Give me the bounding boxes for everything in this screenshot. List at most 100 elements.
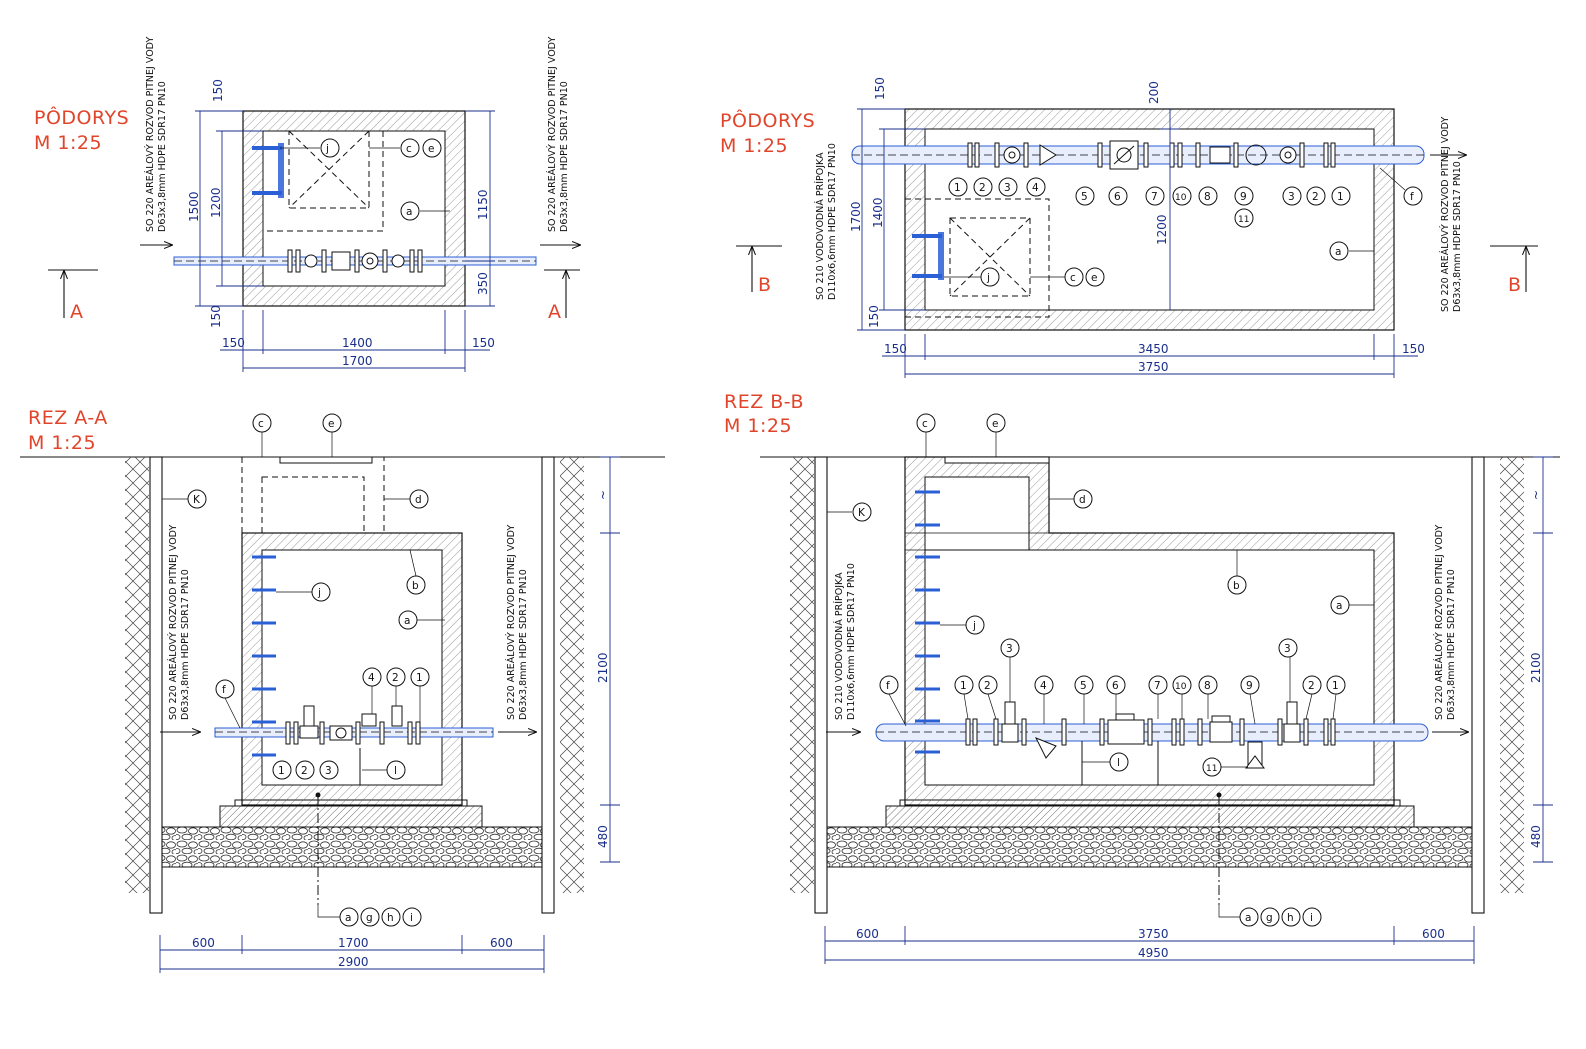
svg-text:1: 1 — [1332, 680, 1339, 692]
svg-text:5: 5 — [1080, 680, 1087, 692]
plan-b-fittings — [967, 140, 1336, 170]
svg-text:4: 4 — [1040, 680, 1047, 692]
svg-text:c: c — [922, 418, 928, 430]
svg-text:8: 8 — [1204, 191, 1211, 203]
section-a-soil-left — [125, 457, 149, 893]
svg-text:150: 150 — [209, 305, 223, 328]
svg-text:~: ~ — [1529, 490, 1543, 500]
plan-a-bubble-c: c — [369, 138, 420, 158]
svg-text:a: a — [1245, 912, 1251, 924]
plan-a-title: PÔDORYS — [34, 105, 129, 129]
plan-a-ladder — [252, 143, 284, 198]
plan-a-out-label-2: D63x3,8mm HDPE SDR17 PN10 — [559, 81, 570, 232]
section-a-fittings — [285, 705, 421, 786]
section-b-chamber-interior — [924, 549, 1375, 786]
svg-text:l: l — [394, 765, 397, 777]
svg-text:600: 600 — [192, 936, 215, 950]
svg-text:5: 5 — [1081, 191, 1088, 203]
section-b-shaft — [924, 476, 1030, 551]
plan-a-section-mark-left: A — [48, 269, 98, 323]
section-a-in-label-2: D63x3,8mm HDPE SDR17 PN10 — [180, 569, 191, 720]
svg-text:c: c — [406, 143, 412, 155]
section-b-fittings — [965, 701, 1336, 786]
svg-text:350: 350 — [476, 272, 490, 295]
svg-text:c: c — [1070, 272, 1076, 284]
svg-text:1700: 1700 — [342, 354, 373, 368]
section-a-footer-bubbles: a g h i — [339, 907, 422, 927]
plan-b-out-label-2: D63x3,8mm HDPE SDR17 PN10 — [1452, 161, 1463, 312]
svg-text:150: 150 — [884, 342, 907, 356]
svg-text:A: A — [70, 301, 84, 323]
svg-text:1: 1 — [416, 672, 423, 684]
svg-text:A: A — [548, 301, 562, 323]
plan-b-cover-outline — [904, 198, 1050, 318]
plan-a-scale: M 1:25 — [34, 132, 102, 154]
section-b-out-label-2: D63x3,8mm HDPE SDR17 PN10 — [1446, 569, 1457, 720]
svg-text:4950: 4950 — [1138, 946, 1169, 960]
svg-text:e: e — [992, 418, 998, 430]
svg-text:9: 9 — [1240, 191, 1247, 203]
svg-text:150: 150 — [211, 79, 225, 102]
plan-a-dims-bottom: 150 1400 150 1700 — [220, 310, 495, 372]
plan-a: PÔDORYS M 1:25 SO 220 AREÁLOV — [34, 37, 580, 372]
section-a-earthing — [315, 792, 340, 918]
svg-text:h: h — [387, 912, 394, 924]
section-a-dims-vertical: ~ 2100 480 — [596, 456, 620, 863]
svg-text:e: e — [1091, 272, 1097, 284]
section-a-scale: M 1:25 — [28, 432, 96, 454]
section-b-dims-horizontal: 600 3750 600 4950 — [824, 926, 1475, 964]
svg-text:j: j — [972, 620, 976, 632]
svg-text:j: j — [325, 143, 329, 155]
svg-text:l: l — [1117, 757, 1120, 769]
section-b-out-label-1: SO 220 AREÁLOVÝ ROZVOD PITNEJ VODY — [1433, 525, 1445, 720]
plan-b-in-label-1: SO 210 VODOVODNÁ PRÍPOJKA — [814, 152, 826, 300]
svg-text:200: 200 — [1147, 81, 1161, 104]
section-a-ladder — [252, 555, 276, 757]
svg-text:1: 1 — [954, 182, 961, 194]
section-a-pipe — [214, 727, 494, 738]
plan-a-bubble-a: a — [400, 201, 450, 221]
svg-text:1: 1 — [1337, 191, 1344, 203]
svg-text:f: f — [1410, 191, 1414, 203]
svg-text:2: 2 — [984, 680, 991, 692]
section-a-base-slab — [219, 805, 483, 828]
svg-text:g: g — [1266, 912, 1273, 924]
svg-text:6: 6 — [1112, 680, 1119, 692]
plan-b-manhole-outline — [949, 217, 1031, 297]
section-a-gravel-bed — [161, 826, 543, 868]
svg-text:11: 11 — [1206, 764, 1217, 774]
svg-text:K: K — [193, 494, 201, 506]
svg-text:a: a — [1336, 600, 1342, 612]
svg-text:480: 480 — [596, 825, 610, 848]
plan-a-in-label-2: D63x3,8mm HDPE SDR17 PN10 — [157, 81, 168, 232]
plan-b-section-mark-right: B — [1490, 245, 1538, 296]
plan-b-dims-mid: 200 1200 — [1147, 81, 1180, 310]
svg-text:2: 2 — [392, 672, 399, 684]
svg-text:1: 1 — [960, 680, 967, 692]
svg-text:150: 150 — [222, 336, 245, 350]
section-a-title: REZ A-A — [28, 407, 108, 429]
section-b-sheeting-left — [814, 456, 828, 914]
svg-text:j: j — [986, 272, 990, 284]
svg-text:e: e — [428, 143, 434, 155]
section-a-in-label-1: SO 220 AREÁLOVÝ ROZVOD PITNEJ VODY — [167, 525, 179, 720]
section-b-gravel-bed — [826, 826, 1473, 868]
svg-text:8: 8 — [1204, 680, 1211, 692]
section-b-scale: M 1:25 — [724, 415, 792, 437]
plan-a-section-mark-right: A — [544, 269, 580, 323]
section-a-chamber-interior — [261, 549, 443, 786]
plan-a-out-label-1: SO 220 AREÁLOVÝ ROZVOD PITNEJ VODY — [546, 37, 558, 232]
section-a: REZ A-A M 1:25 — [20, 407, 665, 973]
svg-text:i: i — [1310, 912, 1313, 924]
section-a-bubbles: c e K d b j a f 4 2 1 1 2 3 l — [162, 413, 445, 780]
section-a-frame — [241, 456, 385, 534]
svg-text:3: 3 — [1004, 182, 1011, 194]
section-b-ladder — [915, 490, 940, 754]
svg-text:2: 2 — [1312, 191, 1319, 203]
svg-text:480: 480 — [1529, 825, 1543, 848]
svg-text:2: 2 — [979, 182, 986, 194]
plan-b-item-bubbles: 1 2 3 4 5 6 7 10 8 9 11 3 2 1 f a j c e — [944, 167, 1423, 287]
section-b-bubbles: c e K d b a j 3 3 f 1 2 4 5 6 7 10 8 9 2… — [827, 413, 1374, 777]
plan-b-in-label-2: D110x6,6mm HDPE SDR17 PN10 — [827, 143, 838, 300]
